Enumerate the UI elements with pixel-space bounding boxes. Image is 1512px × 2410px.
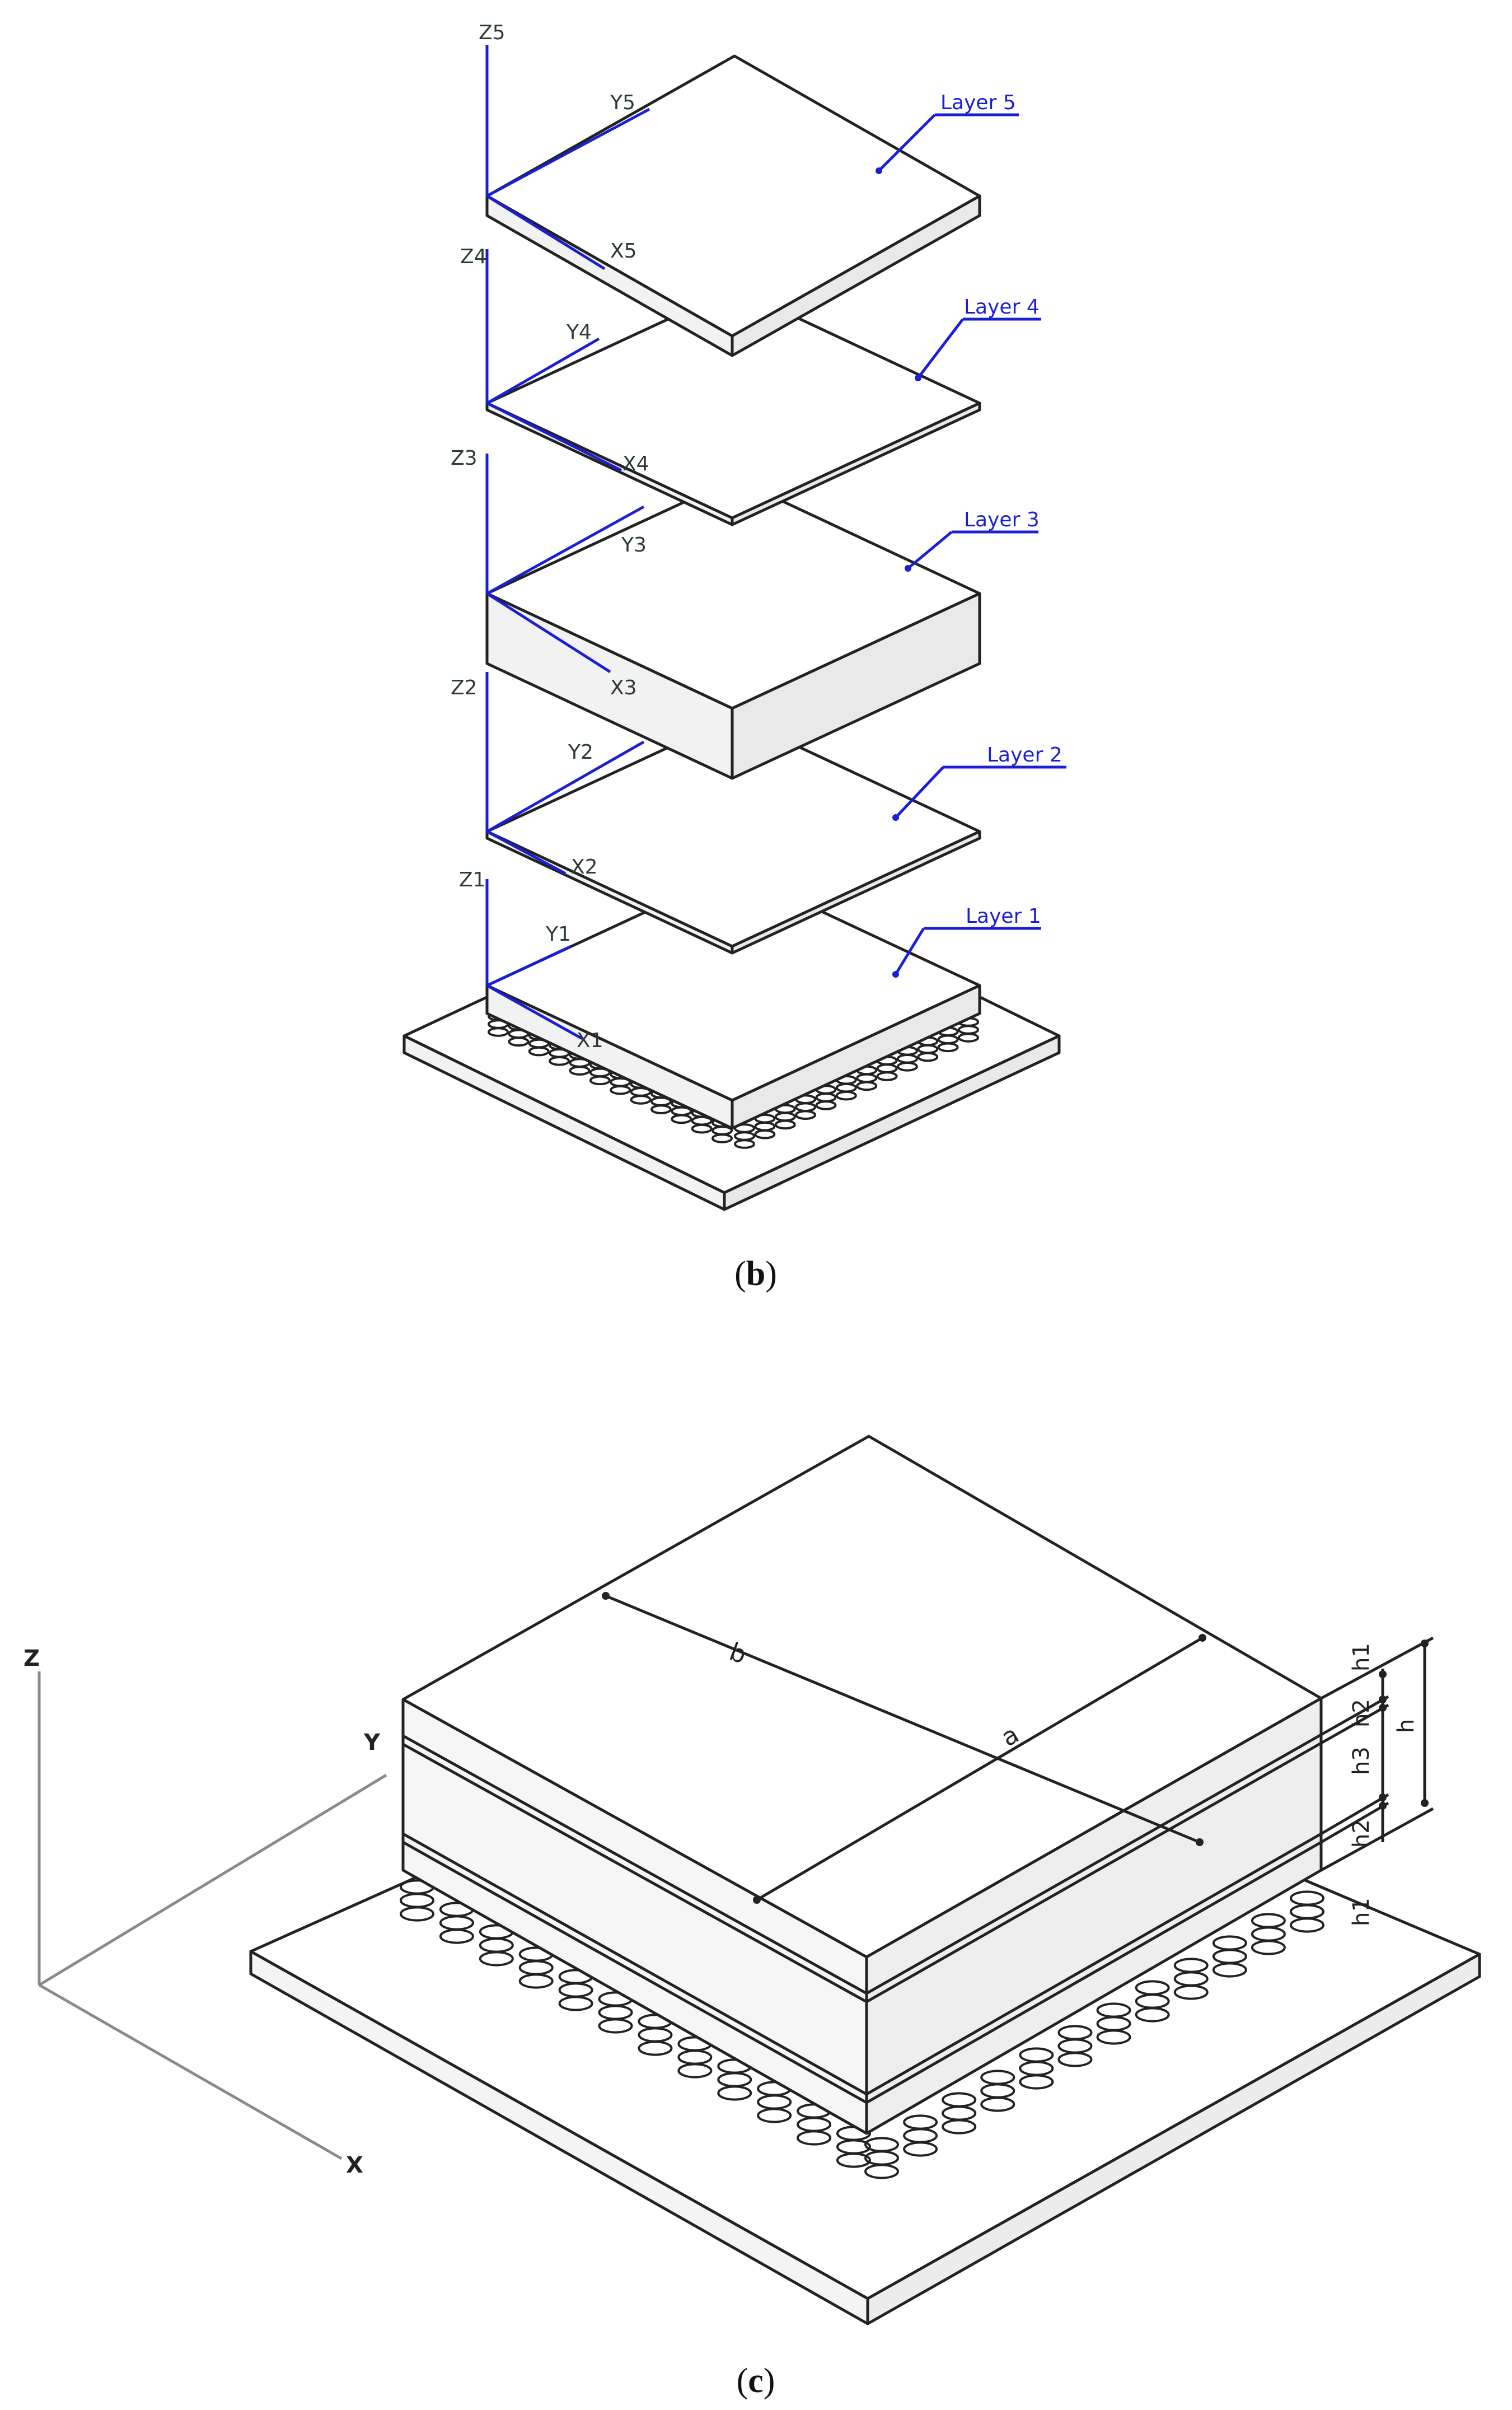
spring-coil	[757, 2108, 792, 2123]
layer-3-slab	[485, 477, 981, 780]
spring-coil	[1290, 1917, 1324, 1933]
spring-coil	[638, 2040, 673, 2056]
panel-b-exploded-view: Z1 Y1 X1 Z2 Y2 X2 Z3 Y3 X3 Z4 Y4 X4 Z5 Y…	[402, 21, 1066, 1293]
spring-coil	[980, 2096, 1015, 2112]
dimension-h2-bottom: h2	[1349, 1819, 1374, 1848]
layer-5-label: Layer 5	[940, 91, 1016, 114]
spring-coil	[569, 1066, 591, 1076]
axis-label-z2: Z2	[451, 676, 478, 699]
spring-coil	[488, 1027, 509, 1037]
axis-label-x4: X4	[622, 452, 649, 475]
layer-5-slab	[485, 54, 981, 357]
spring-coil	[1251, 1940, 1286, 1955]
layer-1-label: Layer 1	[966, 905, 1041, 928]
axis-label-y3: Y3	[621, 534, 647, 557]
spring-coil	[896, 1062, 918, 1072]
spring-coil	[479, 1951, 514, 1967]
spring-coil	[917, 1052, 939, 1062]
spring-coil	[1057, 2052, 1093, 2067]
spring-coil	[528, 1046, 550, 1057]
spring-coil	[558, 1996, 593, 2011]
spring-coil	[677, 2063, 713, 2079]
spring-coil	[1135, 2007, 1170, 2023]
axis-label-z3: Z3	[451, 447, 478, 470]
dimension-h3: h3	[1349, 1746, 1374, 1775]
spring-coil	[1019, 2074, 1054, 2090]
spring-coil	[691, 1123, 713, 1134]
axis-labels-b: Z1 Y1 X1 Z2 Y2 X2 Z3 Y3 X3 Z4 Y4 X4 Z5 Y…	[451, 21, 649, 1052]
spring-coil	[937, 1042, 959, 1053]
spring-coil	[610, 1085, 631, 1095]
spring-coil	[549, 1056, 570, 1066]
spring-coil	[754, 1129, 776, 1139]
global-axes-c: Z Y X	[24, 1646, 387, 2178]
caption-b: (b)	[734, 1255, 777, 1293]
axis-label-x3: X3	[610, 676, 637, 699]
dimension-h1-top: h1	[1349, 1643, 1374, 1671]
axis-label-y5: Y5	[610, 91, 635, 114]
spring-coil	[717, 2085, 752, 2101]
spring-coil	[795, 1110, 817, 1120]
spring-coil	[400, 1906, 434, 1922]
dimension-h2-top: h2	[1349, 1699, 1374, 1727]
layer-2-label: Layer 2	[987, 744, 1062, 767]
spring-coil	[598, 2018, 633, 2034]
caption-c: (c)	[737, 2362, 775, 2400]
spring-coil	[797, 2130, 832, 2146]
axis-label-y2: Y2	[568, 741, 593, 764]
axis-label-z5: Z5	[479, 21, 505, 44]
spring-coil	[518, 1973, 554, 1989]
spring-coil	[864, 2164, 899, 2179]
layer-callouts-b: Layer 1 Layer 2 Layer 3 Layer 4 Layer 5	[876, 91, 1066, 978]
spring-coil	[1096, 2029, 1131, 2045]
spring-coil	[671, 1114, 692, 1124]
axis-label-z1: Z1	[459, 868, 486, 891]
height-dimensions: h1 h2 h3 h2 h1 h	[1320, 1636, 1434, 1926]
spring-coil	[856, 1081, 878, 1091]
spring-coil	[508, 1036, 530, 1047]
spring-coil	[958, 1033, 979, 1043]
layer-2-slab	[485, 715, 981, 955]
local-axes-b	[485, 45, 650, 1040]
axis-label-x2: X2	[571, 856, 598, 879]
global-axis-y: Y	[363, 1730, 381, 1755]
spring-coil	[774, 1119, 796, 1130]
spring-coil	[630, 1095, 652, 1105]
spring-coil	[815, 1100, 837, 1110]
spring-coil	[711, 1133, 733, 1143]
global-axis-x: X	[346, 2152, 363, 2178]
axis-label-x1: X1	[577, 1029, 603, 1052]
spring-coil	[734, 1139, 755, 1149]
axis-label-y1: Y1	[545, 923, 571, 946]
spring-coil	[903, 2141, 938, 2157]
spring-coil	[1173, 1984, 1209, 2000]
spring-coil	[835, 1090, 857, 1101]
layer-4-label: Layer 4	[964, 296, 1040, 319]
dimension-h: h	[1393, 1719, 1419, 1733]
layer-3-label: Layer 3	[964, 508, 1040, 531]
global-axis-z: Z	[24, 1646, 40, 1671]
spring-coil	[439, 1928, 474, 1944]
layered-stack-c	[401, 1435, 1323, 2135]
axis-label-x5: X5	[610, 240, 637, 263]
spring-coil	[650, 1104, 672, 1114]
panel-c-assembled-view: Z Y X	[24, 1435, 1481, 2400]
spring-coil	[942, 2119, 977, 2135]
spring-coil	[1212, 1962, 1247, 1978]
spring-coil	[589, 1075, 611, 1086]
axis-label-y4: Y4	[566, 321, 592, 344]
dimension-h1-bottom: h1	[1349, 1898, 1374, 1926]
spring-coil	[836, 2152, 871, 2168]
spring-coil	[876, 1071, 898, 1081]
axis-label-z4: Z4	[460, 245, 487, 268]
